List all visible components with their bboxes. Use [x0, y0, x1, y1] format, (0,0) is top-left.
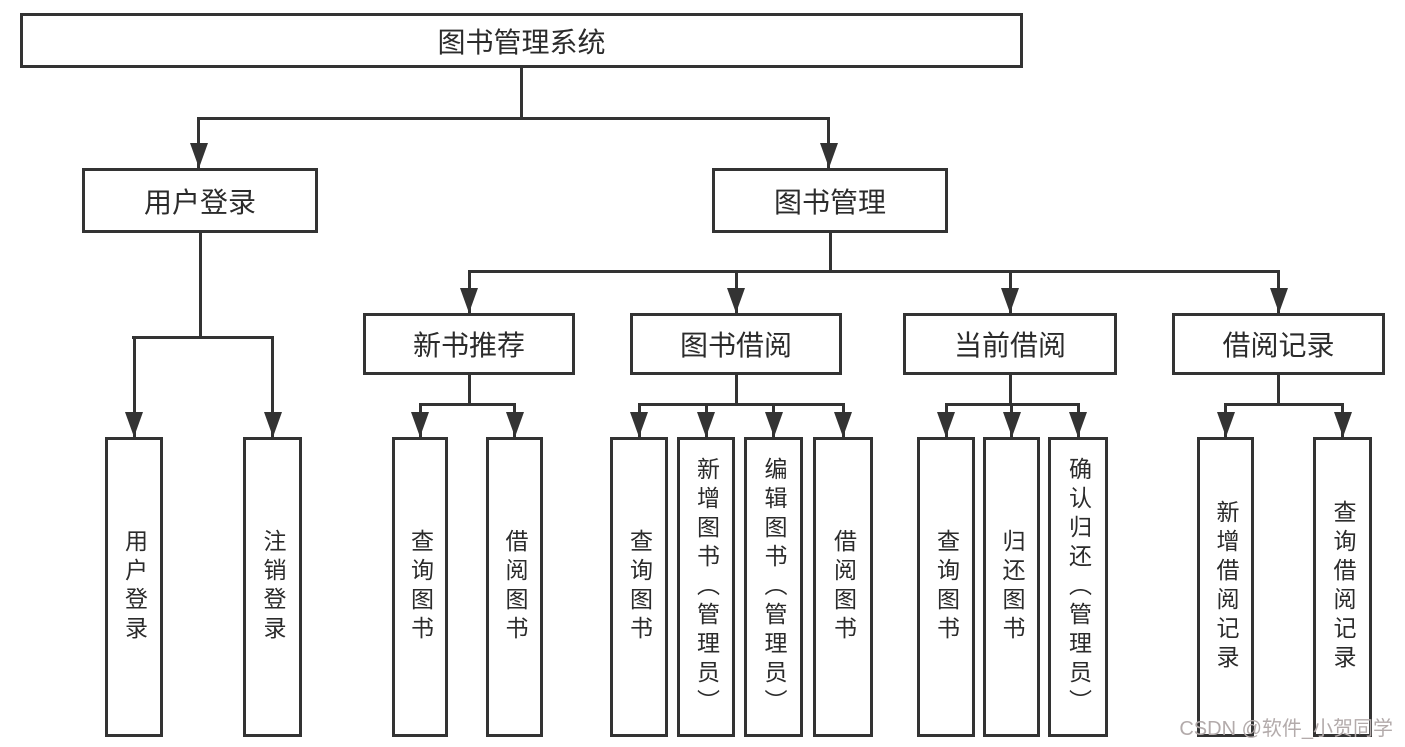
connector-line: [1224, 403, 1344, 406]
leaf-query-borrow-record: 查询借阅记录: [1313, 437, 1372, 737]
arrow-down-icon: [1001, 288, 1019, 313]
arrow-down-icon: [630, 412, 648, 437]
leaf-confirm-return-admin-label: 确认归还（管理员）: [1065, 456, 1092, 718]
leaf-add-book-admin-label: 新增图书（管理员）: [693, 456, 720, 718]
connector-line: [197, 117, 200, 168]
arrow-down-icon: [264, 412, 282, 437]
leaf-borrow-books-2: 借阅图书: [813, 437, 873, 737]
arrow-down-icon: [937, 412, 955, 437]
arrow-down-icon: [411, 412, 429, 437]
node-user-login: 用户登录: [82, 168, 318, 233]
connector-line: [468, 375, 471, 406]
arrow-down-icon: [190, 143, 208, 168]
node-borrow-records-label: 借阅记录: [1222, 330, 1335, 361]
arrow-down-icon: [506, 412, 524, 437]
arrow-down-icon: [834, 412, 852, 437]
arrow-down-icon: [125, 412, 143, 437]
node-book-management-label: 图书管理: [773, 186, 886, 218]
arrow-down-icon: [1003, 412, 1021, 437]
node-current-borrow-label: 当前借阅: [953, 330, 1066, 361]
leaf-query-books-1-label: 查询图书: [407, 529, 434, 645]
leaf-borrow-books-1-label: 借阅图书: [502, 529, 528, 645]
arrow-down-icon: [1069, 412, 1087, 437]
connector-line: [1277, 375, 1280, 406]
csdn-watermark: CSDN @软件_小贺同学: [1179, 718, 1393, 740]
node-root-label: 图书管理系统: [437, 26, 606, 58]
connector-line: [468, 270, 1280, 273]
leaf-user-login-label: 用户登录: [121, 529, 148, 645]
arrow-down-icon: [1217, 412, 1235, 437]
arrow-down-icon: [820, 143, 838, 168]
leaf-user-login: 用户登录: [105, 437, 163, 737]
node-new-book-recommend: 新书推荐: [363, 313, 575, 375]
leaf-confirm-return-admin: 确认归还（管理员）: [1048, 437, 1108, 737]
leaf-logout: 注销登录: [243, 437, 302, 737]
node-new-book-recommend-label: 新书推荐: [412, 330, 525, 361]
connector-line: [735, 375, 738, 406]
node-root: 图书管理系统: [20, 13, 1023, 68]
leaf-add-book-admin: 新增图书（管理员）: [677, 437, 735, 737]
connector-line: [829, 233, 832, 273]
leaf-borrow-books-2-label: 借阅图书: [830, 529, 857, 645]
connector-line: [199, 233, 202, 338]
leaf-edit-book-admin-label: 编辑图书（管理员）: [761, 456, 787, 718]
node-book-borrow-label: 图书借阅: [679, 330, 792, 361]
arrow-down-icon: [1270, 288, 1288, 313]
connector-line: [271, 336, 274, 437]
connector-line: [197, 117, 830, 120]
node-book-borrow: 图书借阅: [630, 313, 842, 375]
leaf-edit-book-admin: 编辑图书（管理员）: [744, 437, 803, 737]
connector-line: [133, 336, 136, 437]
node-user-login-label: 用户登录: [143, 186, 256, 218]
node-current-borrow: 当前借阅: [903, 313, 1117, 375]
connector-line: [132, 336, 274, 339]
leaf-borrow-books-1: 借阅图书: [486, 437, 543, 737]
node-borrow-records: 借阅记录: [1172, 313, 1385, 375]
leaf-query-borrow-record-label: 查询借阅记录: [1330, 500, 1356, 674]
arrow-down-icon: [727, 288, 745, 313]
leaf-query-books-3-label: 查询图书: [933, 529, 960, 645]
connector-line: [827, 117, 830, 168]
leaf-query-books-2-label: 查询图书: [626, 529, 653, 645]
connector-line: [638, 403, 844, 406]
connector-line: [419, 403, 516, 406]
leaf-return-book-label: 归还图书: [999, 529, 1025, 645]
arrow-down-icon: [1334, 412, 1352, 437]
leaf-return-book: 归还图书: [983, 437, 1040, 737]
leaf-logout-label: 注销登录: [260, 529, 286, 645]
arrow-down-icon: [460, 288, 478, 313]
arrow-down-icon: [765, 412, 783, 437]
leaf-query-books-2: 查询图书: [610, 437, 668, 737]
arrow-down-icon: [697, 412, 715, 437]
connector-line: [520, 68, 523, 119]
leaf-add-borrow-record-label: 新增借阅记录: [1213, 500, 1239, 674]
leaf-query-books-1: 查询图书: [392, 437, 448, 737]
node-book-management: 图书管理: [712, 168, 948, 233]
connector-line: [1009, 375, 1012, 406]
leaf-query-books-3: 查询图书: [917, 437, 975, 737]
leaf-add-borrow-record: 新增借阅记录: [1197, 437, 1254, 737]
